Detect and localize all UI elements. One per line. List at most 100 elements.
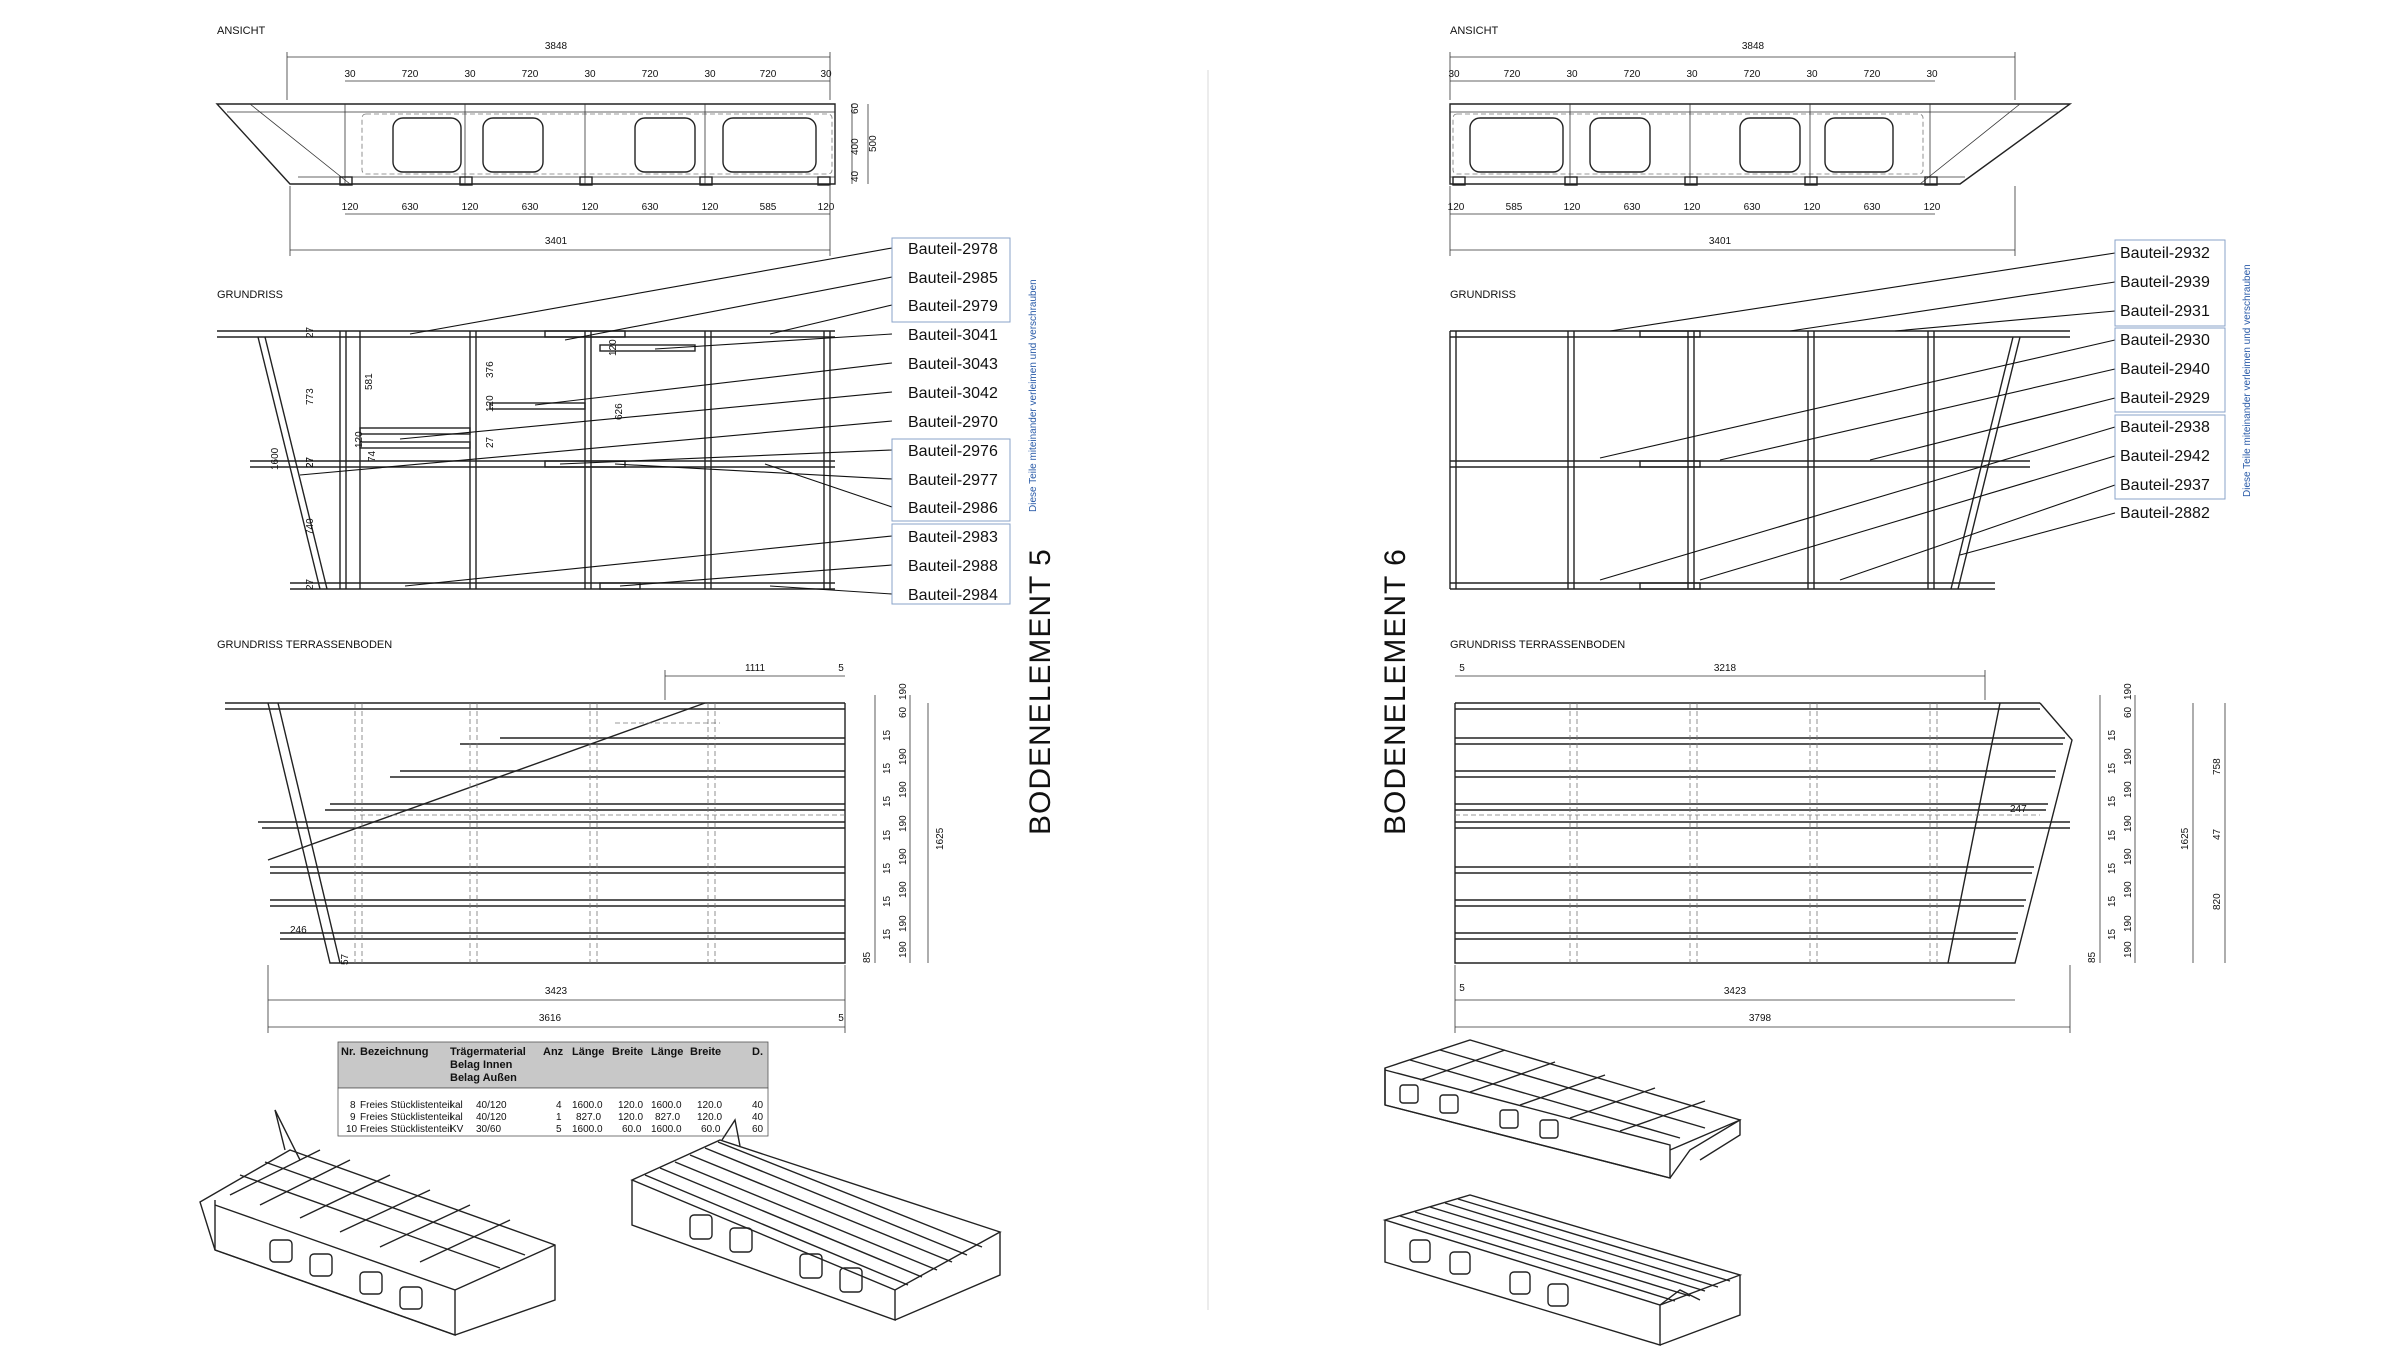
svg-text:190: 190 (898, 848, 909, 865)
svg-text:Breite: Breite (690, 1046, 721, 1058)
svg-text:1625: 1625 (935, 827, 946, 850)
svg-text:40: 40 (752, 1100, 764, 1111)
svg-text:5: 5 (556, 1124, 562, 1135)
svg-text:3798: 3798 (1749, 1013, 1772, 1024)
svg-text:1600: 1600 (270, 447, 281, 470)
svg-text:15: 15 (882, 729, 893, 741)
part-label: Bauteil-3042 (908, 385, 998, 402)
part-label: Bauteil-2986 (908, 500, 998, 517)
svg-text:40: 40 (850, 170, 861, 182)
svg-text:120: 120 (1684, 202, 1701, 213)
svg-text:190: 190 (898, 915, 909, 932)
plan-title: GRUNDRISS (1450, 289, 1516, 301)
part-label: Bauteil-2977 (908, 472, 998, 489)
svg-text:720: 720 (1744, 69, 1761, 80)
svg-text:15: 15 (882, 829, 893, 841)
svg-text:758: 758 (2212, 758, 2223, 775)
svg-text:57: 57 (340, 953, 351, 965)
svg-text:585: 585 (1506, 202, 1523, 213)
svg-text:820: 820 (2212, 893, 2223, 910)
plan-view: 27 773 581 376 120 120 626 27 120 27 74 … (217, 237, 1011, 605)
svg-text:720: 720 (760, 69, 777, 80)
svg-text:60: 60 (752, 1124, 764, 1135)
svg-text:60: 60 (850, 102, 861, 114)
part-label: Bauteil-2979 (908, 298, 998, 315)
deck-plan: 1111 5 (225, 663, 946, 1033)
svg-text:740: 740 (305, 518, 316, 535)
header-material: Trägermaterial (450, 1046, 526, 1058)
svg-text:85: 85 (862, 951, 873, 963)
svg-text:30: 30 (344, 69, 356, 80)
svg-text:120.0: 120.0 (618, 1100, 643, 1111)
svg-text:30: 30 (1448, 69, 1460, 80)
svg-text:773: 773 (305, 388, 316, 405)
svg-text:Freies Stücklistenteil: Freies Stücklistenteil (360, 1112, 452, 1123)
svg-text:KV: KV (450, 1124, 464, 1135)
right-sheet: ANSICHT GRUNDRISS GRUNDRISS TERRASSENBOD… (1379, 25, 2253, 1346)
plan-leaders (1599, 252, 2116, 581)
deck-plan: 5 3218 247 (1454, 663, 2226, 1033)
dim-top-row: 30 720 30 720 30 720 30 720 30 (344, 69, 832, 80)
svg-text:5: 5 (838, 663, 844, 674)
plan-title: GRUNDRISS (217, 289, 283, 301)
svg-text:190: 190 (898, 683, 909, 700)
svg-text:190: 190 (898, 941, 909, 958)
svg-text:3423: 3423 (1724, 986, 1747, 997)
svg-text:kal: kal (450, 1112, 463, 1123)
svg-text:27: 27 (305, 456, 316, 468)
part-label: Bauteil-2937 (2120, 477, 2210, 494)
deck-right-dims: 60 190 15 190 15 190 15 190 15 190 15 19… (862, 683, 946, 963)
part-label: Bauteil-2938 (2120, 419, 2210, 436)
svg-text:630: 630 (1744, 202, 1761, 213)
svg-text:1600.0: 1600.0 (651, 1100, 682, 1111)
svg-text:60: 60 (898, 706, 909, 718)
svg-text:30: 30 (464, 69, 476, 80)
svg-text:120: 120 (1564, 202, 1581, 213)
svg-text:Freies Stücklistenteil: Freies Stücklistenteil (360, 1124, 452, 1135)
table-row: 8 Freies Stücklistenteil kal 40/120 4 16… (350, 1100, 764, 1111)
svg-text:30: 30 (1806, 69, 1818, 80)
assembly-note: Diese Teile miteinander verleimen und ve… (2242, 264, 2253, 497)
deck-title: GRUNDRISS TERRASSENBODEN (1450, 639, 1625, 651)
svg-text:120.0: 120.0 (697, 1112, 722, 1123)
assembly-note: Diese Teile miteinander verleimen und ve… (1028, 279, 1039, 512)
part-label: Bauteil-2983 (908, 529, 998, 546)
view-title: ANSICHT (217, 25, 266, 37)
part-label: Bauteil-2988 (908, 558, 998, 575)
elevation-view: 3848 30 720 30 720 30 720 30 720 30 (1448, 41, 2073, 256)
deck-title: GRUNDRISS TERRASSENBODEN (217, 639, 392, 651)
table-header: Nr. Bezeichnung Trägermaterial Belag Inn… (341, 1046, 763, 1084)
part-label: Bauteil-2984 (908, 587, 998, 604)
svg-text:40/120: 40/120 (476, 1100, 507, 1111)
part-label: Bauteil-2970 (908, 414, 998, 431)
svg-text:581: 581 (364, 373, 375, 390)
svg-text:630: 630 (1624, 202, 1641, 213)
part-label: Bauteil-2942 (2120, 448, 2210, 465)
svg-text:720: 720 (1624, 69, 1641, 80)
svg-text:1600.0: 1600.0 (651, 1124, 682, 1135)
parts-table: Nr. Bezeichnung Trägermaterial Belag Inn… (337, 1041, 769, 1137)
dim-top-row: 30 720 30 720 30 720 30 720 30 (1448, 69, 1938, 80)
svg-text:720: 720 (642, 69, 659, 80)
svg-text:120.0: 120.0 (697, 1100, 722, 1111)
svg-text:15: 15 (2107, 795, 2118, 807)
svg-text:30: 30 (584, 69, 596, 80)
svg-text:60.0: 60.0 (622, 1124, 642, 1135)
svg-text:120: 120 (354, 431, 365, 448)
svg-text:Belag Innen: Belag Innen (450, 1059, 513, 1071)
dim-base: 3401 (545, 236, 568, 247)
dim-overall: 3848 (545, 41, 568, 52)
dim-overall: 3848 (1742, 41, 1765, 52)
plan-view: Bauteil-2932 Bauteil-2939 Bauteil-2931 B… (1449, 239, 2226, 590)
svg-text:40: 40 (752, 1112, 764, 1123)
svg-text:15: 15 (2107, 928, 2118, 940)
svg-text:Länge: Länge (651, 1046, 683, 1058)
svg-text:1: 1 (556, 1112, 562, 1123)
svg-text:120: 120 (485, 395, 496, 412)
svg-text:120: 120 (608, 339, 619, 356)
svg-text:190: 190 (2123, 748, 2134, 765)
part-label: Bauteil-3041 (908, 327, 998, 344)
svg-text:30: 30 (820, 69, 832, 80)
svg-text:Belag Außen: Belag Außen (450, 1072, 517, 1084)
